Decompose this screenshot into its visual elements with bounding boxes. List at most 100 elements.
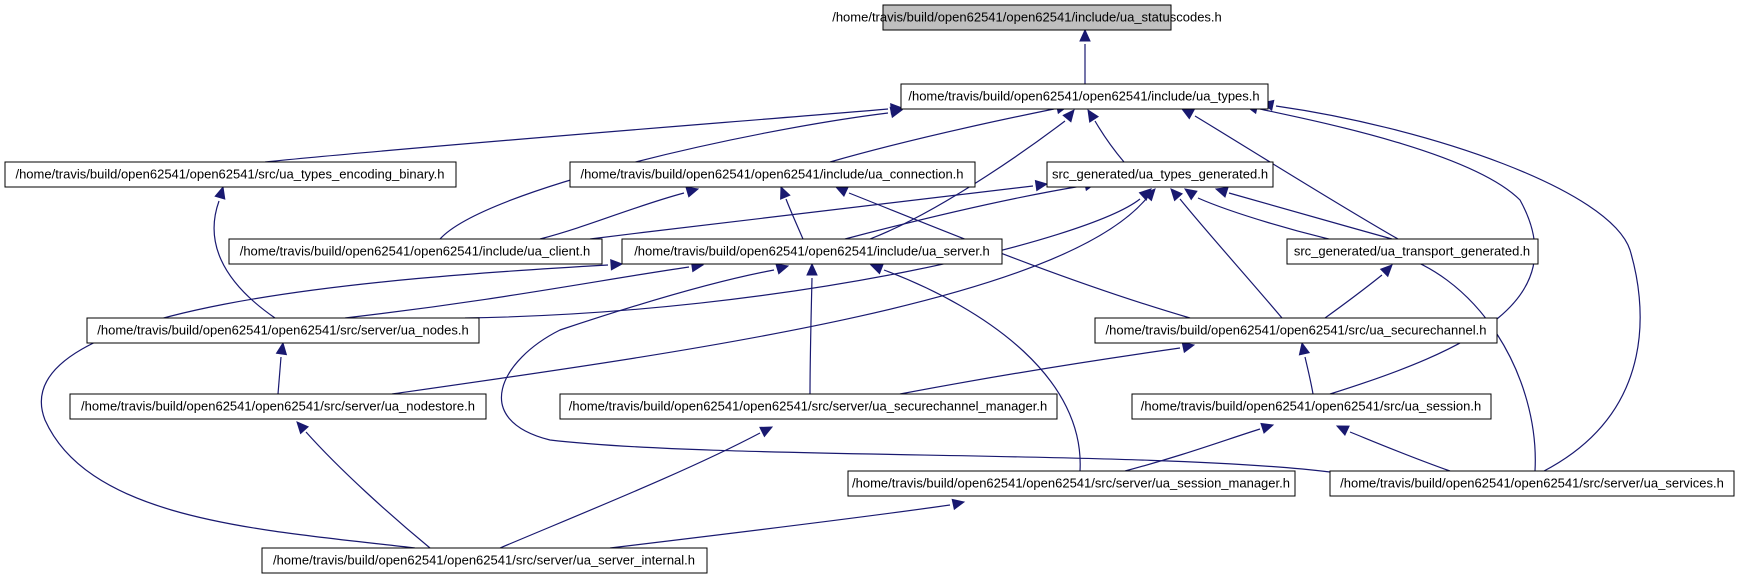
edge-securechannel-manager-to-securechannel — [899, 341, 1196, 395]
nodes-layer: /home/travis/build/open62541/open62541/i… — [4, 4, 1735, 574]
node-statuscodes[interactable]: /home/travis/build/open62541/open62541/i… — [832, 4, 1222, 31]
node-session[interactable]: /home/travis/build/open62541/open62541/s… — [1131, 393, 1492, 420]
node-nodestore[interactable]: /home/travis/build/open62541/open62541/s… — [69, 393, 487, 420]
edge-services-to-server — [501, 263, 1331, 473]
node-securechannel-manager[interactable]: /home/travis/build/open62541/open62541/s… — [559, 393, 1058, 420]
edge-server-internal-to-server — [41, 259, 624, 549]
edge-line — [464, 198, 1141, 319]
edge-line — [264, 108, 889, 163]
edge-server-internal-to-nodestore — [296, 421, 431, 549]
edge-securechannel-manager-to-server — [806, 262, 818, 395]
edge-line — [809, 277, 813, 395]
edge-line — [1179, 198, 1283, 319]
node-label: /home/travis/build/open62541/open62541/i… — [240, 243, 591, 258]
node-label: src_generated/ua_transport_generated.h — [1294, 243, 1530, 258]
node-transport-generated[interactable]: src_generated/ua_transport_generated.h — [1286, 238, 1539, 265]
edge-line — [844, 185, 1083, 240]
edge-line — [883, 269, 1081, 472]
arrowhead-icon — [1079, 28, 1091, 42]
edge-server-to-types-generated — [844, 179, 1098, 240]
edge-session-manager-to-session — [1124, 422, 1275, 472]
edge-session-manager-to-server — [869, 263, 1081, 472]
edge-line — [277, 356, 282, 395]
edge-line — [1228, 192, 1393, 240]
node-server[interactable]: /home/travis/build/open62541/open62541/i… — [621, 238, 1003, 265]
node-label: /home/travis/build/open62541/open62541/s… — [81, 398, 475, 413]
arrowhead-icon — [780, 185, 791, 200]
node-label: /home/travis/build/open62541/open62541/s… — [1141, 398, 1481, 413]
node-label: /home/travis/build/open62541/open62541/i… — [908, 88, 1259, 103]
arrowhead-icon — [1087, 108, 1100, 123]
node-encoding-binary[interactable]: /home/travis/build/open62541/open62541/s… — [4, 161, 457, 188]
edge-session-to-securechannel — [1298, 341, 1314, 395]
arrowhead-icon — [1181, 341, 1196, 354]
edge-line — [501, 269, 1331, 473]
edge-nodestore-to-types-generated — [391, 188, 1156, 395]
node-nodes[interactable]: /home/travis/build/open62541/open62541/s… — [86, 317, 480, 344]
arrowhead-icon — [1214, 186, 1229, 198]
node-label: /home/travis/build/open62541/open62541/s… — [852, 475, 1290, 490]
node-session-manager[interactable]: /home/travis/build/open62541/open62541/s… — [847, 470, 1296, 497]
arrowhead-icon — [834, 186, 849, 198]
node-client[interactable]: /home/travis/build/open62541/open62541/i… — [228, 238, 603, 265]
edge-line — [213, 200, 276, 319]
edge-types-generated-to-types — [1087, 108, 1125, 163]
arrowhead-icon — [296, 421, 310, 435]
node-label: /home/travis/build/open62541/open62541/s… — [273, 552, 695, 567]
edge-line — [499, 432, 761, 549]
edge-line — [1349, 431, 1451, 472]
node-label: src_generated/ua_types_generated.h — [1052, 166, 1268, 181]
edge-line — [829, 108, 1055, 163]
arrowhead-icon — [1180, 108, 1195, 120]
arrowhead-icon — [1379, 264, 1393, 278]
edges-layer — [41, 28, 1641, 549]
edge-nodestore-to-nodes — [275, 341, 288, 395]
edge-line — [391, 198, 1147, 395]
edge-securechannel-to-transport-generated — [1324, 264, 1393, 319]
arrowhead-icon — [214, 185, 226, 200]
node-services[interactable]: /home/travis/build/open62541/open62541/s… — [1329, 470, 1735, 497]
arrowhead-icon — [806, 262, 818, 276]
edge-line — [1275, 105, 1641, 472]
node-label: /home/travis/build/open62541/open62541/s… — [15, 166, 444, 181]
arrowhead-icon — [1034, 179, 1049, 192]
edge-line — [344, 266, 690, 319]
edge-line — [1259, 108, 1536, 395]
edge-client-to-types-generated — [589, 179, 1049, 240]
arrowhead-icon — [775, 263, 790, 275]
edge-server-internal-to-securechannel-manager — [499, 426, 774, 549]
arrowhead-icon — [1184, 188, 1198, 201]
edge-line — [785, 198, 804, 240]
node-types[interactable]: /home/travis/build/open62541/open62541/i… — [900, 83, 1269, 110]
node-connection[interactable]: /home/travis/build/open62541/open62541/i… — [569, 161, 976, 188]
edge-line — [589, 185, 1034, 240]
edge-nodes-to-encoding-binary — [213, 185, 276, 319]
edge-securechannel-to-types-generated — [1170, 188, 1283, 319]
edge-line — [1094, 120, 1125, 163]
node-securechannel[interactable]: /home/travis/build/open62541/open62541/s… — [1094, 317, 1498, 344]
arrowhead-icon — [1142, 188, 1156, 202]
node-label: /home/travis/build/open62541/open62541/s… — [97, 322, 468, 337]
node-label: /home/travis/build/open62541/open62541/s… — [1106, 322, 1487, 337]
arrowhead-icon — [1062, 109, 1075, 123]
node-types-generated[interactable]: src_generated/ua_types_generated.h — [1046, 161, 1274, 188]
arrowhead-icon — [951, 498, 966, 511]
edge-line — [1304, 356, 1314, 395]
edge-services-to-session — [1335, 425, 1451, 472]
edge-line — [41, 264, 609, 549]
edge-line — [1194, 115, 1399, 240]
edge-connection-to-types — [829, 102, 1070, 163]
edge-server-to-types — [869, 109, 1075, 240]
arrowhead-icon — [1335, 425, 1350, 437]
arrowhead-icon — [889, 106, 904, 119]
arrowhead-icon — [759, 426, 774, 438]
edge-line — [609, 504, 951, 549]
arrowhead-icon — [610, 259, 624, 271]
edge-transport-generated-to-types-generated — [1214, 186, 1393, 240]
node-label: /home/travis/build/open62541/open62541/s… — [569, 398, 1047, 413]
node-server-internal[interactable]: /home/travis/build/open62541/open62541/s… — [261, 547, 708, 574]
edge-line — [305, 431, 431, 549]
arrowhead-icon — [685, 186, 700, 198]
node-label: /home/travis/build/open62541/open62541/i… — [634, 243, 990, 258]
